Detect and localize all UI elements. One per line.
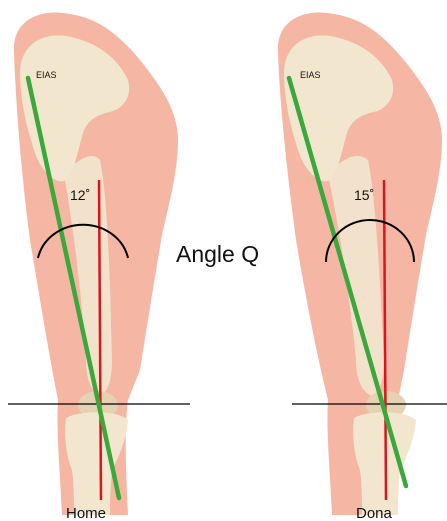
- panel-home: EIAS 12˚ Home: [8, 13, 190, 521]
- panel-dona: EIAS 15˚ Dona: [278, 13, 447, 521]
- caption-home: Home: [66, 505, 106, 521]
- diagram-title: Angle Q: [176, 241, 259, 267]
- caption-dona: Dona: [356, 505, 393, 521]
- eias-label-dona: EIAS: [300, 70, 321, 80]
- angle-label-dona: 15˚: [354, 187, 374, 203]
- angle-label-home: 12˚: [70, 187, 90, 203]
- eias-label-home: EIAS: [36, 70, 57, 80]
